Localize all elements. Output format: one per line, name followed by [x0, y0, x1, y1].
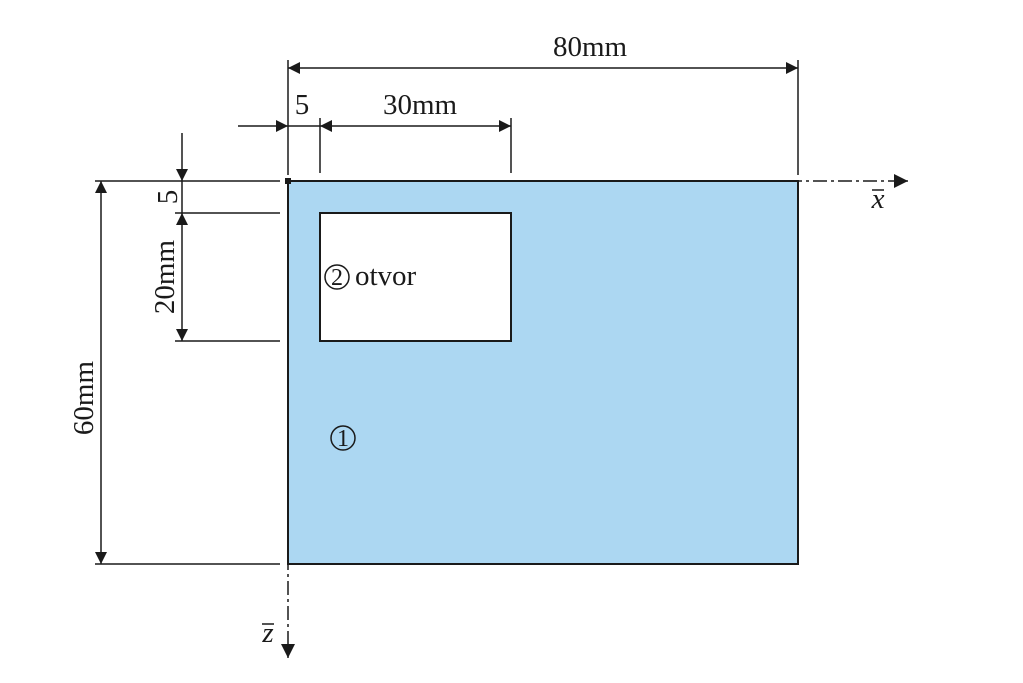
- dimension-hole-height-label: 20mm: [149, 240, 181, 315]
- dimension-hole-width-label: 30mm: [383, 89, 458, 121]
- dimension-total-width-label: 80mm: [553, 31, 628, 63]
- dimension-total-height: 60mm: [68, 181, 107, 564]
- dimension-total-height-label: 60mm: [68, 361, 100, 436]
- hole-marker: 2: [324, 264, 350, 291]
- x-axis-label: x: [871, 183, 885, 215]
- origin-point: [285, 178, 291, 184]
- hole-rectangle: [319, 212, 512, 342]
- z-axis-label-text: z: [261, 617, 273, 649]
- dimension-hole-height: 20mm: [149, 213, 188, 341]
- hole-label: otvor: [355, 260, 417, 292]
- z-axis-label: z: [261, 617, 274, 649]
- dimension-offset-z-label: 5: [152, 190, 184, 205]
- dimension-offset-z: 5: [152, 133, 188, 213]
- plate-marker: 1: [330, 425, 356, 452]
- dimension-hole-width: 30mm: [320, 89, 511, 132]
- x-axis-label-text: x: [871, 183, 885, 215]
- dimension-total-width: 80mm: [288, 31, 798, 74]
- hole-marker-number: 2: [331, 265, 343, 291]
- plate-marker-number: 1: [337, 426, 349, 452]
- dimension-offset-x-label: 5: [295, 89, 310, 121]
- extension-lines: [95, 60, 799, 565]
- dimension-offset-x: 5: [238, 89, 320, 132]
